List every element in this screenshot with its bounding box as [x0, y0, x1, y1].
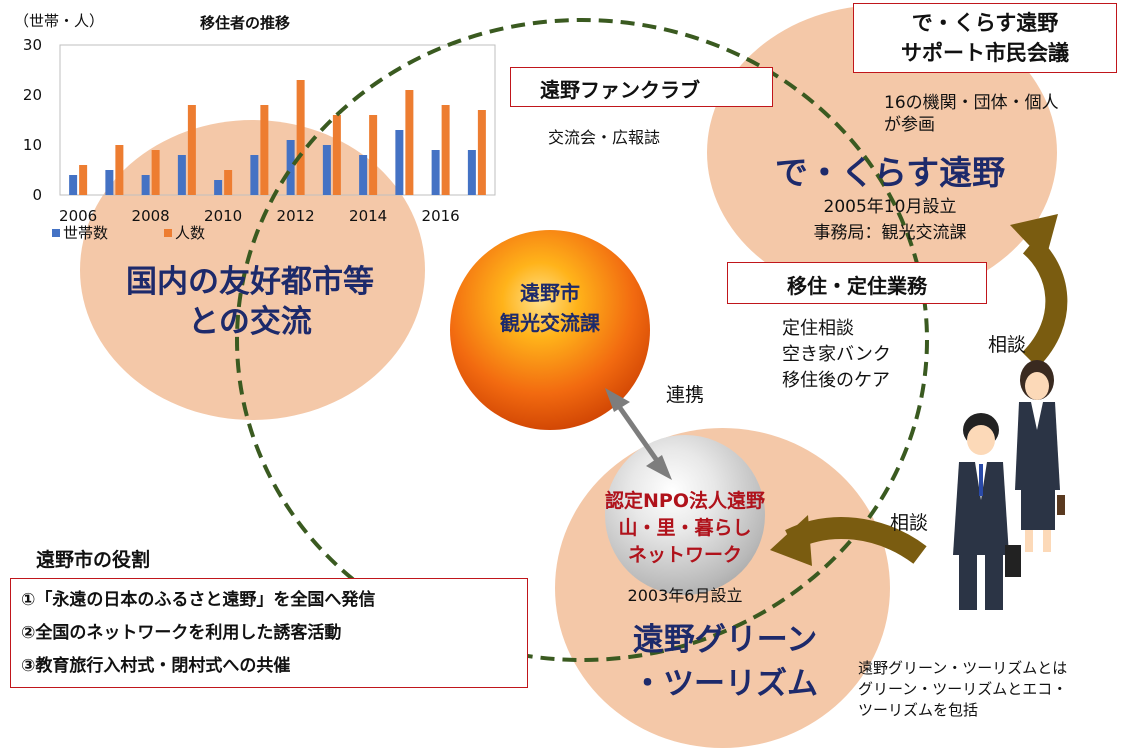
green-tourism-line1: 遠野グリーン	[632, 622, 818, 658]
left-circle-title-line1: 国内の友好都市等	[126, 264, 374, 300]
migration-items: 定住相談 空き家バンク 移住後のケア	[782, 316, 891, 394]
kurasu-desc-line2: が参画	[884, 115, 935, 135]
bar-people-2012	[296, 80, 305, 195]
x-tick-label: 2012	[277, 207, 315, 225]
role-item-2: ②全国のネットワークを利用した誘客活動	[21, 623, 342, 643]
green-note-line3: ツーリズムを包括	[858, 701, 979, 719]
left-circle-title-line2: との交流	[188, 304, 312, 340]
bar-people-2007	[115, 145, 124, 195]
chart-legend: 世帯数 人数	[52, 222, 205, 243]
bar-households-2014	[359, 155, 368, 195]
consult-label-bottom: 相談	[890, 512, 929, 534]
npo-est: 2003年6月設立	[627, 586, 743, 605]
x-tick-label: 2014	[349, 207, 387, 225]
fanclub-desc: 交流会・広報誌	[548, 128, 661, 147]
green-note-line1: 遠野グリーン・ツーリズムとは	[858, 659, 1068, 677]
woman-figure	[1015, 360, 1065, 552]
bar-households-2017	[467, 150, 476, 195]
legend-swatch-blue	[52, 228, 60, 237]
man-figure	[953, 413, 1021, 610]
kurasu-title: で・くらす遠野	[774, 153, 1006, 192]
roles-title: 遠野市の役割	[36, 549, 151, 571]
bar-households-2015	[395, 130, 404, 195]
bar-households-2016	[431, 150, 440, 195]
consult-label-top: 相談	[988, 334, 1027, 356]
x-tick-label: 2010	[204, 207, 242, 225]
kurasu-desc: 16の機関・団体・個人 が参画	[884, 92, 1059, 136]
y-tick-label: 10	[23, 136, 42, 154]
migration-item-2: 空き家バンク	[782, 344, 891, 365]
role-item-3: ③教育旅行入村式・閉村式への共催	[21, 656, 291, 676]
chart-title: 移住者の推移	[200, 14, 291, 32]
role-item-1: ①「永遠の日本のふるさと遠野」を全国へ発信	[21, 590, 376, 610]
green-note-line2: グリーン・ツーリズムとエコ・	[858, 680, 1068, 698]
legend-item-households: 世帯数	[52, 222, 108, 243]
bar-chart: 0 10 20 30 2006 2008 2010 2012 2014 2016	[0, 0, 500, 250]
bar-people-2009	[187, 105, 196, 195]
bar-people-2006	[79, 165, 88, 195]
green-tourism-line2: ・ツーリズム	[632, 666, 818, 702]
npo-line3: ネットワーク	[627, 544, 742, 566]
bar-people-2011	[260, 105, 269, 195]
center-orb-line2: 観光交流課	[500, 311, 600, 335]
bar-people-2015	[405, 90, 414, 195]
x-tick-label: 2006	[59, 207, 97, 225]
npo-line2: 山・里・暮らし	[618, 517, 752, 539]
migration-item-1: 定住相談	[782, 318, 854, 339]
roles-box: ①「永遠の日本のふるさと遠野」を全国へ発信 ②全国のネットワークを利用した誘客活…	[10, 578, 528, 688]
center-orb-label: 遠野市 観光交流課	[450, 278, 650, 338]
kurasu-council-box: で・くらす遠野 サポート市民会議	[853, 3, 1117, 73]
y-tick-label: 20	[23, 86, 42, 104]
x-tick-label: 2016	[422, 207, 460, 225]
fanclub-title: 遠野ファンクラブ	[540, 78, 700, 102]
npo-orb	[605, 435, 765, 595]
chart-unit-label: （世帯・人）	[14, 12, 105, 30]
bar-households-2011	[250, 155, 259, 195]
bar-households-2010	[214, 180, 223, 195]
bar-chart-svg: 0 10 20 30 2006 2008 2010 2012 2014 2016	[23, 36, 496, 225]
plot-frame	[59, 44, 496, 196]
npo-line1: 認定NPO法人遠野	[605, 490, 765, 512]
bar-households-2009	[177, 155, 186, 195]
green-tourism-title: 遠野グリーン ・ツーリズム	[565, 618, 885, 706]
bar-people-2014	[369, 115, 378, 195]
left-circle-title: 国内の友好都市等 との交流	[90, 262, 410, 342]
kurasu-office: 事務局：観光交流課	[813, 223, 967, 243]
legend-label-people: 人数	[175, 224, 206, 242]
kurasu-est: 2005年10月設立	[823, 197, 957, 217]
bar-households-2012	[286, 140, 295, 195]
bar-people-2010	[224, 170, 233, 195]
legend-item-people: 人数	[164, 222, 205, 243]
bar-people-2016	[441, 105, 450, 195]
npo-name: 認定NPO法人遠野 山・里・暮らし ネットワーク	[575, 488, 795, 569]
bar-people-2008	[151, 150, 160, 195]
legend-label-households: 世帯数	[63, 224, 109, 242]
bar-households-2013	[322, 145, 331, 195]
link-label: 連携	[666, 384, 705, 406]
green-tourism-note: 遠野グリーン・ツーリズムとは グリーン・ツーリズムとエコ・ ツーリズムを包括	[858, 658, 1067, 721]
bar-households-2007	[105, 170, 114, 195]
migration-title: 移住・定住業務	[787, 274, 927, 298]
bar-people-2017	[477, 110, 486, 195]
x-tick-label: 2008	[132, 207, 170, 225]
migration-item-3: 移住後のケア	[782, 370, 890, 391]
kurasu-council-line2: サポート市民会議	[901, 41, 1069, 65]
bar-households-2008	[141, 175, 150, 195]
y-tick-label: 30	[23, 36, 42, 54]
legend-swatch-orange	[164, 228, 173, 237]
bar-people-2013	[332, 115, 341, 195]
center-orb-line1: 遠野市	[520, 281, 580, 305]
bar-households-2006	[69, 175, 78, 195]
fanclub-box	[510, 67, 773, 107]
migration-box	[727, 262, 987, 304]
kurasu-desc-line1: 16の機関・団体・個人	[884, 93, 1059, 113]
people-illustration	[953, 360, 1065, 610]
kurasu-council-line1: で・くらす遠野	[911, 11, 1059, 35]
y-tick-label: 0	[32, 186, 42, 204]
